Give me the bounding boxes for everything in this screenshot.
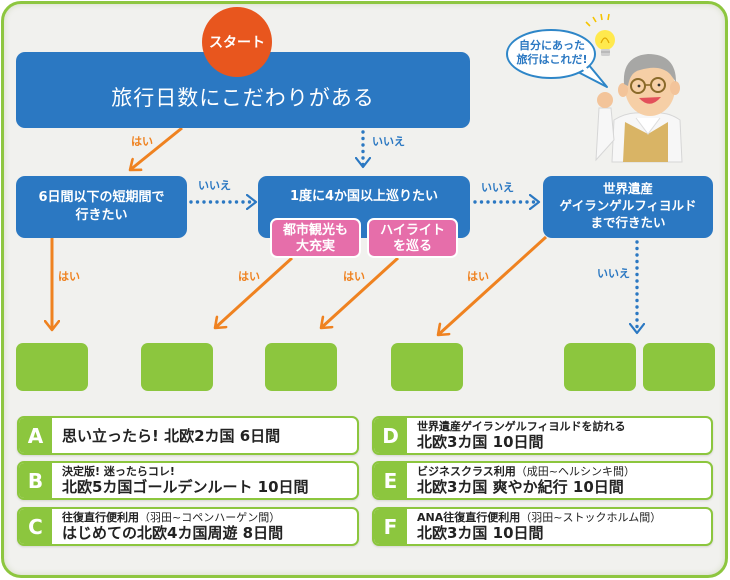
result-slot	[564, 343, 636, 391]
course-note: （羽田~コペンハーゲン間）	[139, 511, 281, 524]
course-letter: A	[19, 418, 52, 453]
question-text: 6日間以下の短期間で	[38, 190, 165, 205]
guide-man-avatar	[595, 54, 683, 163]
course-letter: B	[19, 463, 52, 498]
yes-arrow-option2-to-result-c	[321, 256, 400, 328]
course-title: 北欧3カ国 爽やか紀行 10日間	[417, 478, 624, 496]
question-short-trip: 6日間以下の短期間で 行きたい	[16, 176, 187, 238]
lightbulb-icon	[585, 13, 615, 56]
course-card-c[interactable]: C 往復直行便利用（羽田~コペンハーゲン間） はじめての北欧4カ国周遊 8日間	[17, 507, 359, 546]
course-card-b[interactable]: B 決定版! 迷ったらコレ! 北欧5カ国ゴールデンルート 10日間	[17, 461, 359, 500]
option-city-sightseeing: 都市観光も 大充実	[270, 218, 361, 258]
yes-label: はい	[238, 270, 260, 283]
course-subtitle: ビジネスクラス利用	[417, 465, 516, 478]
speech-bubble-text: 自分にあった 旅行はこれだ!	[512, 39, 592, 67]
question-text: 旅行日数にこだわりがある	[111, 86, 375, 110]
course-card-a[interactable]: A 思い立ったら! 北欧2カ国 6日間	[17, 416, 359, 455]
course-subtitle: 決定版! 迷ったらコレ!	[62, 465, 175, 478]
speech-bubble	[506, 29, 608, 88]
course-subtitle: 世界遺産ゲイランゲルフィヨルドを訪れる	[417, 420, 626, 433]
course-title: 思い立ったら! 北欧2カ国 6日間	[62, 426, 281, 445]
course-subtitle: ANA往復直行便利用	[417, 511, 521, 524]
question-text: まで行きたい	[590, 215, 666, 230]
course-card-f[interactable]: F ANA往復直行便利用（羽田~ストックホルム間） 北欧3カ国 10日間	[372, 507, 713, 546]
course-subtitle: 往復直行便利用	[62, 511, 139, 524]
result-slot	[643, 343, 715, 391]
no-label: いいえ	[597, 267, 630, 280]
course-card-e[interactable]: E ビジネスクラス利用（成田~ヘルシンキ間） 北欧3カ国 爽やか紀行 10日間	[372, 461, 713, 500]
course-note: （羽田~ストックホルム間）	[520, 511, 662, 524]
course-letter: C	[19, 509, 52, 544]
question-text: ゲイランゲルフィヨルド	[559, 198, 697, 213]
result-slot	[265, 343, 337, 391]
result-slot	[16, 343, 88, 391]
course-title: 北欧5カ国ゴールデンルート 10日間	[62, 478, 309, 496]
start-badge: スタート	[202, 7, 272, 77]
yes-label: はい	[467, 270, 489, 283]
question-text: 1度に4か国以上巡りたい	[289, 189, 439, 204]
course-letter: E	[374, 463, 407, 498]
course-letter: F	[374, 509, 407, 544]
option-text: を巡る	[392, 239, 432, 254]
result-slot	[141, 343, 213, 391]
course-note: （成田~ヘルシンキ間）	[515, 465, 635, 478]
option-text: 大充実	[295, 239, 335, 254]
speech-line: 旅行はこれだ!	[516, 53, 588, 66]
question-geirangerfjord: 世界遺産 ゲイランゲルフィヨルド まで行きたい	[543, 176, 713, 238]
no-label: いいえ	[198, 179, 231, 192]
course-title: 北欧3カ国 10日間	[417, 524, 544, 542]
option-text: ハイライト	[380, 223, 445, 238]
speech-line: 自分にあった	[519, 39, 585, 52]
no-label: いいえ	[372, 135, 405, 148]
yes-label: はい	[343, 270, 365, 283]
course-title: 北欧3カ国 10日間	[417, 433, 544, 451]
question-text: 世界遺産	[602, 181, 653, 196]
option-text: 都市観光も	[282, 223, 348, 238]
course-card-d[interactable]: D 世界遺産ゲイランゲルフィヨルドを訪れる 北欧3カ国 10日間	[372, 416, 713, 455]
course-letter: D	[374, 418, 407, 453]
option-highlights: ハイライト を巡る	[367, 218, 458, 258]
yes-label: はい	[58, 270, 80, 283]
yes-arrow-option1-to-result-b	[215, 256, 294, 328]
result-slot	[391, 343, 463, 391]
yes-arrow-q1-to-q2	[130, 126, 183, 170]
course-title: はじめての北欧4カ国周遊 8日間	[62, 524, 284, 542]
no-label: いいえ	[481, 181, 514, 194]
question-text: 行きたい	[75, 208, 128, 223]
yes-arrow-q4-to-result-d	[438, 235, 548, 335]
yes-label: はい	[131, 135, 153, 148]
